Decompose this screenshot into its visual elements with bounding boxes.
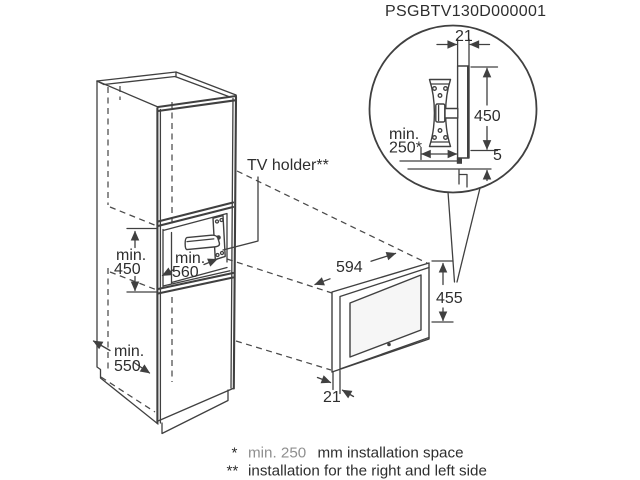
counter-section-lines xyxy=(458,169,468,188)
dim-arrow xyxy=(92,340,111,352)
cabinet-left-edge xyxy=(96,80,159,425)
dim-arrow xyxy=(316,375,332,384)
projection-line-bottom xyxy=(235,340,332,371)
cabinet-front-rim-inner xyxy=(156,99,238,113)
dim-tv-depth: 21 xyxy=(316,375,355,406)
plinth xyxy=(161,389,229,435)
niche-interior-lines xyxy=(162,212,231,288)
bracket-flange-lines xyxy=(430,83,450,143)
dim-tv-height: 455 xyxy=(431,260,463,323)
cabinet-top-left-edge xyxy=(96,80,159,108)
tv-holder-arm xyxy=(184,234,221,251)
dim-label: 455 xyxy=(436,290,463,307)
dim-label: 550 xyxy=(114,358,141,375)
bracket-hole xyxy=(443,86,448,91)
plate-screw-hole xyxy=(219,250,225,256)
hidden-niche-ceiling xyxy=(109,206,158,227)
tv-depth-extension-lines xyxy=(332,369,341,395)
tv-panel-bottom-cap xyxy=(456,157,462,164)
dim-arrow xyxy=(314,277,331,286)
dim-label: 560 xyxy=(172,264,199,281)
dim-arrow xyxy=(370,252,397,262)
cabinet-front-rim-outer xyxy=(156,94,238,109)
dim-label: 21 xyxy=(323,389,341,406)
cabinet-drawing xyxy=(96,71,430,435)
dim-label: min. xyxy=(389,126,419,143)
cabinet-right-edge-inner xyxy=(230,97,234,389)
tv-holder-leader-line xyxy=(222,176,259,251)
dim-niche-width: min. 560 xyxy=(161,250,218,281)
footnote-value: min. 250 xyxy=(248,445,306,462)
dim-cabinet-depth: min. 550 xyxy=(92,340,151,375)
tv-holder-label: TV holder** xyxy=(247,157,329,174)
dim-label: 250* xyxy=(389,140,422,157)
footnotes: * min. 250 mm installation space ** inst… xyxy=(227,445,487,480)
detail-pointer-lines xyxy=(447,187,481,283)
niche-top-edge xyxy=(156,201,235,228)
dim-arrow xyxy=(133,361,151,374)
dim-ticks xyxy=(126,227,158,293)
lower-door-bottom-edge xyxy=(157,387,234,422)
bracket-hole xyxy=(437,93,443,98)
niche-bottom-edge xyxy=(156,271,235,295)
bracket-hole xyxy=(443,135,448,140)
cabinet-rim-ticks xyxy=(96,71,237,101)
footnote-text: installation for the right and left side xyxy=(248,463,487,480)
dim-label: 5 xyxy=(493,147,502,164)
tv-drawing xyxy=(331,262,430,395)
plate-screw-hole xyxy=(219,217,224,223)
bracket-hole xyxy=(432,135,437,140)
dim-ticks xyxy=(470,66,499,152)
dim-arrow xyxy=(203,258,218,267)
bracket-hole xyxy=(432,86,437,91)
hidden-niche-floor xyxy=(109,271,158,291)
hidden-plinth-edge xyxy=(100,376,156,413)
projection-line-top xyxy=(236,170,430,265)
counter-lines xyxy=(399,160,492,170)
dim-tv-width: 594 xyxy=(314,252,397,286)
dim-extension-lines xyxy=(456,38,470,67)
dim-label: min. xyxy=(116,247,146,264)
dim-label: min. xyxy=(175,250,205,267)
projection-line-middle xyxy=(226,258,333,294)
bracket-hole xyxy=(437,128,443,133)
footnote-marker: * xyxy=(232,445,238,462)
page-title: PSGBTV130D000001 xyxy=(385,3,546,20)
tv-power-led xyxy=(387,342,391,347)
dim-label: 450 xyxy=(114,261,141,278)
bracket-mount-arm xyxy=(444,107,459,119)
footnote-marker: ** xyxy=(227,463,239,480)
dim-arrow xyxy=(161,267,175,277)
tv-screen xyxy=(349,274,422,358)
tv-front-frame xyxy=(339,266,430,370)
bracket-slider xyxy=(435,103,446,123)
dim-label: 450 xyxy=(474,108,501,125)
tv-holder-arm-line xyxy=(186,238,215,243)
dim-label: 594 xyxy=(336,259,363,276)
dim-niche-height: min. 450 xyxy=(114,227,158,293)
detail-circle: 21 min. 250* 450 5 xyxy=(368,24,538,283)
tv-panel-section xyxy=(456,65,470,159)
dim-ticks xyxy=(431,260,454,323)
plate-screw-hole xyxy=(215,252,220,258)
dim-arrow xyxy=(341,389,355,399)
plate-screw-hole xyxy=(214,219,220,224)
dim-label: 21 xyxy=(455,28,473,45)
cabinet-top-inner-rim xyxy=(103,75,231,98)
dim-label: min. xyxy=(114,343,144,360)
cabinet-right-edge-outer xyxy=(232,95,238,390)
footnote-text: mm installation space xyxy=(318,445,464,462)
